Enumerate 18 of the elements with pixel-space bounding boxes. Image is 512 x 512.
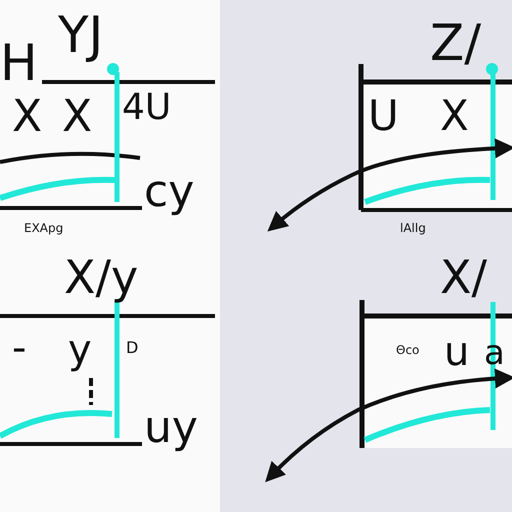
axis-letter: 4U xyxy=(122,90,172,126)
axis-letter: YJ xyxy=(58,10,104,60)
small-label: Θco xyxy=(396,344,420,356)
axis-letter: u xyxy=(444,332,470,372)
axis-letter: uy xyxy=(144,406,198,450)
axis-letter: X xyxy=(62,95,92,139)
axis-letter: X xyxy=(12,95,42,139)
axis-letter: H xyxy=(0,38,38,88)
axis-letter: Z/ xyxy=(430,18,482,68)
axis-letter: cy xyxy=(144,170,194,214)
small-label: D xyxy=(126,340,138,356)
axis-letter: X/ xyxy=(440,254,488,300)
small-label: EXApg xyxy=(24,222,64,234)
axis-letter: X xyxy=(440,95,469,137)
axis-letter: y xyxy=(68,330,92,370)
small-label: lAllg xyxy=(400,222,426,234)
axis-letter: - xyxy=(12,328,26,368)
axis-letter: U xyxy=(368,95,399,137)
